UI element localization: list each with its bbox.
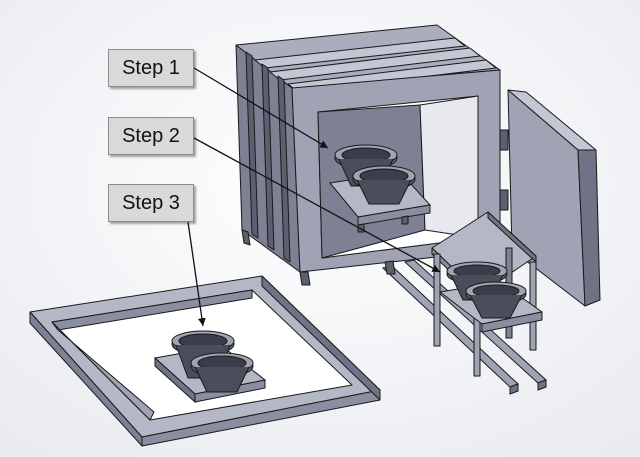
step2-callout: Step 2 [108, 117, 194, 155]
step3-callout: Step 3 [108, 184, 194, 222]
rail-cart [431, 211, 543, 377]
step2-leader [193, 137, 441, 273]
speaker-basket-tray [153, 330, 267, 404]
step1-leader [193, 67, 329, 149]
speaker-basket-tray [329, 144, 431, 233]
leader-lines [187, 67, 441, 327]
step1-callout: Step 1 [108, 49, 194, 87]
step3-leader [187, 221, 206, 327]
